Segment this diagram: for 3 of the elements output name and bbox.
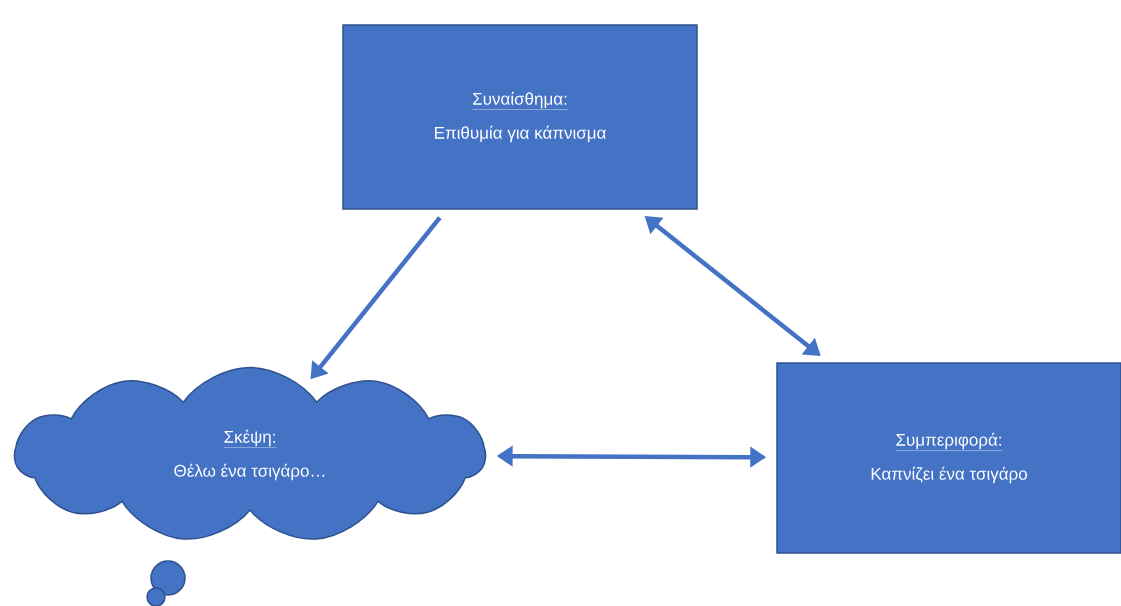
text-box: Συναίσθημα: Επιθυμία για κάπνισμα	[342, 24, 698, 210]
thought-cloud: Σκέψη: Θέλω ένα τσιγάρο…	[13, 366, 487, 606]
text-box: Συμπεριφορά: Καπνίζει ένα τσιγάρο	[776, 362, 1121, 554]
